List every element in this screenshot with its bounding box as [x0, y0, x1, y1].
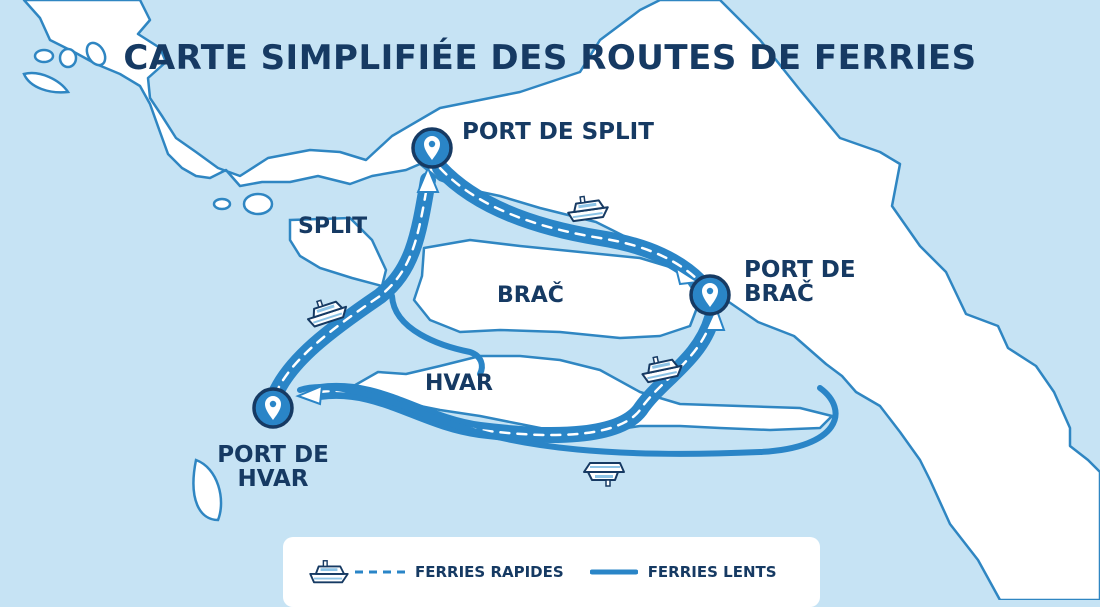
solid-line-icon: [589, 569, 638, 575]
routes: [267, 160, 839, 457]
ship-icon: [583, 462, 625, 487]
map-pin-icon[interactable]: [411, 127, 453, 169]
dashed-line-icon: [355, 570, 405, 574]
port-label-split: PORT DE SPLIT: [462, 119, 654, 145]
region-label-split: SPLIT: [298, 214, 368, 239]
map-pin-icon[interactable]: [689, 274, 731, 316]
map-title: CARTE SIMPLIFIÉE DES ROUTES DE FERRIES: [123, 38, 977, 78]
legend-slow-label: FERRIES LENTS: [647, 563, 777, 581]
region-label-hvar: HVAR: [425, 371, 493, 396]
legend-item-fast: FERRIES RAPIDES: [355, 563, 564, 581]
region-label-brac: BRAČ: [497, 283, 564, 308]
island-hvar: [348, 354, 834, 434]
ship-icon: [309, 559, 349, 584]
legend: FERRIES RAPIDES FERRIES LENTS: [283, 537, 820, 607]
port-label-hvar-line1: PORT DE: [217, 442, 329, 468]
map-pin-icon[interactable]: [252, 387, 294, 429]
island-brac: [412, 238, 702, 340]
port-label-hvar-line2: HVAR: [237, 466, 309, 493]
small-islands: [22, 41, 388, 522]
port-label-brac-line1: PORT DE: [744, 257, 856, 283]
legend-item-slow: FERRIES LENTS: [589, 563, 777, 581]
legend-fast-label: FERRIES RAPIDES: [415, 563, 564, 581]
port-label-brac: PORT DE BRAČ: [744, 258, 856, 306]
mainland: [22, 0, 1100, 600]
port-label-brac-line2: BRAČ: [744, 281, 814, 308]
port-label-hvar: PORT DE HVAR: [213, 443, 333, 491]
